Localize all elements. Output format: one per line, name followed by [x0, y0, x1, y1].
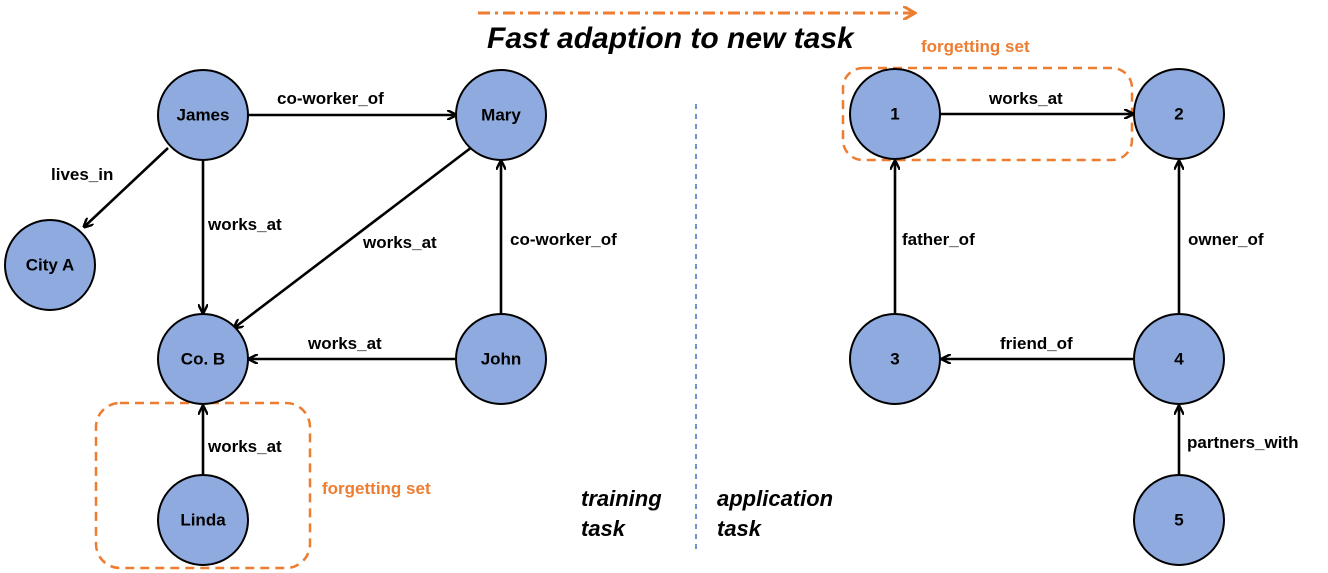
node-co-b: Co. B	[157, 313, 249, 405]
training-task-label-line2: task	[581, 516, 627, 541]
diagram-title: Fast adaption to new task	[487, 22, 855, 55]
node-linda: Linda	[157, 474, 249, 566]
node-3: 3	[849, 313, 941, 405]
edge-label-4-2: owner_of	[1188, 230, 1264, 249]
edge-mary-cob	[234, 145, 473, 328]
node-2: 2	[1133, 68, 1225, 160]
svg-text:James: James	[177, 106, 230, 125]
edge-label-5-4: partners_with	[1187, 433, 1298, 452]
node-5: 5	[1133, 474, 1225, 566]
svg-text:City A: City A	[26, 256, 75, 275]
svg-text:Co. B: Co. B	[181, 350, 225, 369]
svg-text:4: 4	[1174, 350, 1184, 369]
edge-label-linda-cob: works_at	[207, 437, 282, 456]
edge-label-james-citya: lives_in	[51, 165, 113, 184]
svg-text:3: 3	[890, 350, 899, 369]
node-james: James	[157, 69, 249, 161]
node-john: John	[455, 313, 547, 405]
node-1: 1	[849, 68, 941, 160]
svg-text:1: 1	[890, 105, 899, 124]
edge-james-citya	[84, 147, 169, 227]
edge-label-3-1: father_of	[902, 230, 975, 249]
svg-text:Mary: Mary	[481, 106, 521, 125]
training-task-label-line1: training	[581, 486, 662, 511]
svg-text:5: 5	[1174, 511, 1183, 530]
edge-label-james-mary: co-worker_of	[277, 89, 384, 108]
application-task-label-line2: task	[717, 516, 763, 541]
node-4: 4	[1133, 313, 1225, 405]
forgetting-set-label-application: forgetting set	[921, 37, 1030, 56]
edge-label-1-2: works_at	[988, 89, 1063, 108]
edge-label-james-cob: works_at	[207, 215, 282, 234]
forgetting-set-label-training: forgetting set	[322, 479, 431, 498]
svg-text:John: John	[481, 350, 522, 369]
edge-label-john-mary: co-worker_of	[510, 230, 617, 249]
node-mary: Mary	[455, 69, 547, 161]
application-task-label-line1: application	[717, 486, 833, 511]
svg-text:Linda: Linda	[180, 511, 226, 530]
edge-label-mary-cob: works_at	[362, 233, 437, 252]
edge-label-4-3: friend_of	[1000, 334, 1073, 353]
svg-text:2: 2	[1174, 105, 1183, 124]
edge-label-john-cob: works_at	[307, 334, 382, 353]
node-city-a: City A	[4, 219, 96, 311]
